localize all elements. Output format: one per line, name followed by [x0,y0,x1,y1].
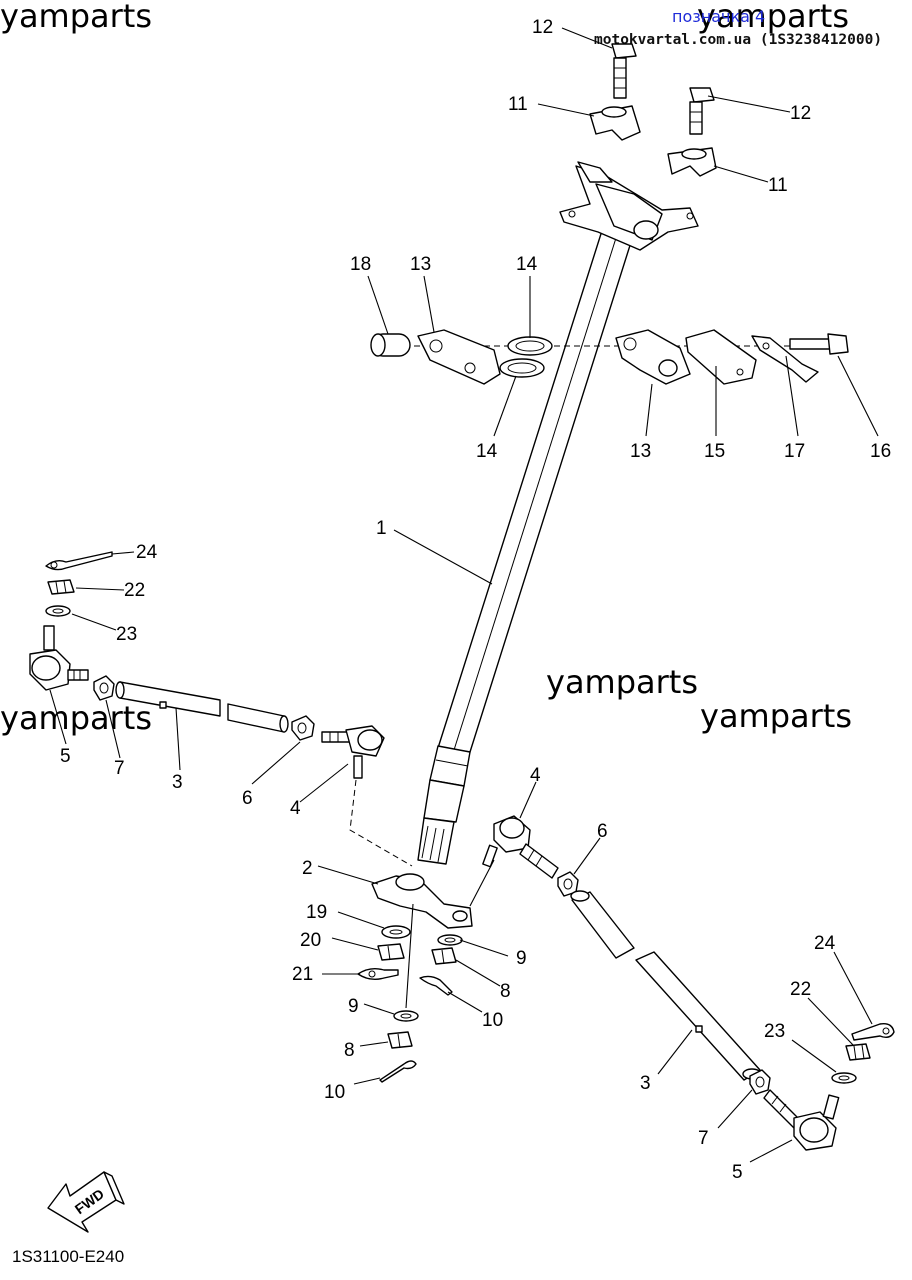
callout-23: 23 [116,624,137,645]
watermark-right: yamparts [700,697,852,735]
part-17-lock-washer [751,335,819,383]
part-16-bolt [789,333,849,355]
callout-21: 21 [292,964,313,985]
callout-13: 13 [410,254,431,275]
callout-12: 12 [532,17,553,38]
part-5-tie-rod-end-left [29,625,89,691]
part-5-tie-rod-end-right [763,1089,840,1151]
callout-2: 2 [302,858,313,879]
callout-15: 15 [704,441,725,462]
part-12-bolt-left [611,43,637,99]
part-3-tie-rod-left [115,681,289,733]
callout-4: 4 [290,798,301,819]
callout-7: 7 [698,1128,709,1149]
part-13-holder-left [417,329,501,385]
callout-14: 14 [516,254,538,275]
callout-11: 11 [508,94,528,115]
callout-10: 10 [324,1082,345,1103]
part-10-cotter-pin-upper [419,975,453,996]
watermark-left: yamparts [0,699,152,737]
part-8-nut-upper [431,947,457,965]
leader-lines [49,27,879,1163]
header-link[interactable]: позначка 4 [672,7,765,26]
part-upper-bracket [559,161,699,251]
watermark-top-right: yamparts [697,0,849,35]
callout-9: 9 [348,996,359,1017]
part-6-locknut-left [291,715,315,741]
callout-13: 13 [630,441,651,462]
part-3-tie-rod-right [570,890,762,1081]
callout-3: 3 [640,1073,651,1094]
part-11-clamp-right [667,147,717,177]
part-23-washer-right [831,1072,857,1084]
callout-8: 8 [344,1040,355,1061]
callout-6: 6 [242,788,253,809]
callout-14: 14 [476,441,498,462]
part-7-locknut-right [749,1069,771,1095]
part-8-nut-lower [387,1031,413,1049]
callout-numbers: 12 11 12 11 18 13 14 14 13 15 17 16 1 24… [60,17,891,1183]
callout-5: 5 [732,1162,743,1183]
part-12-bolt-right [689,87,715,135]
part-10-cotter-pin-lower [379,1060,417,1083]
part-13-holder-right [615,329,691,385]
part-21-cotter-pin [357,967,399,981]
callout-8: 8 [500,981,511,1002]
callout-22: 22 [124,580,145,601]
callout-10: 10 [482,1010,503,1031]
part-24-cotter-pin-right [851,1022,895,1041]
part-22-castle-nut-left [47,579,75,595]
callout-23: 23 [764,1021,785,1042]
callout-16: 16 [870,441,891,462]
part-23-washer-left [45,605,71,617]
watermark-center: yamparts [546,663,698,701]
callout-1: 1 [376,518,387,539]
header-site-text: motokvartal.com.ua (1S3238412000) [594,32,882,48]
callout-17: 17 [784,441,805,462]
watermark-top-left: yamparts [0,0,152,35]
part-15-plate [685,329,757,385]
callout-4: 4 [530,765,541,786]
callout-3: 3 [172,772,183,793]
part-19-washer [381,925,411,939]
callout-22: 22 [790,979,811,1000]
callout-24: 24 [136,542,158,563]
part-14-washer-upper [507,336,553,356]
part-2-pitman-arm [371,873,473,929]
part-9-washer-upper [437,934,463,946]
callout-20: 20 [300,930,321,951]
part-14-washer-lower [499,358,545,378]
part-18-collar [370,333,411,357]
part-22-castle-nut-right [845,1043,871,1061]
callout-9: 9 [516,948,527,969]
callout-12: 12 [790,103,811,124]
part-9-washer-lower [393,1010,419,1022]
callout-6: 6 [597,821,608,842]
part-steering-shaft [417,217,639,865]
callout-5: 5 [60,746,71,767]
callout-24: 24 [814,933,836,954]
part-4-tie-rod-end-right [482,815,559,879]
callout-7: 7 [114,758,125,779]
part-11-clamp-left [589,105,641,141]
diagram-code: 1S31100-E240 [12,1247,124,1266]
fwd-arrow-icon: FWD [47,1171,125,1233]
callout-19: 19 [306,902,327,923]
part-20-nut [377,943,405,961]
callout-11: 11 [768,175,788,196]
callout-18: 18 [350,254,371,275]
part-24-cotter-pin-left [45,551,113,571]
part-7-locknut-left [93,675,115,701]
part-4-tie-rod-end-inner-left [321,725,385,779]
